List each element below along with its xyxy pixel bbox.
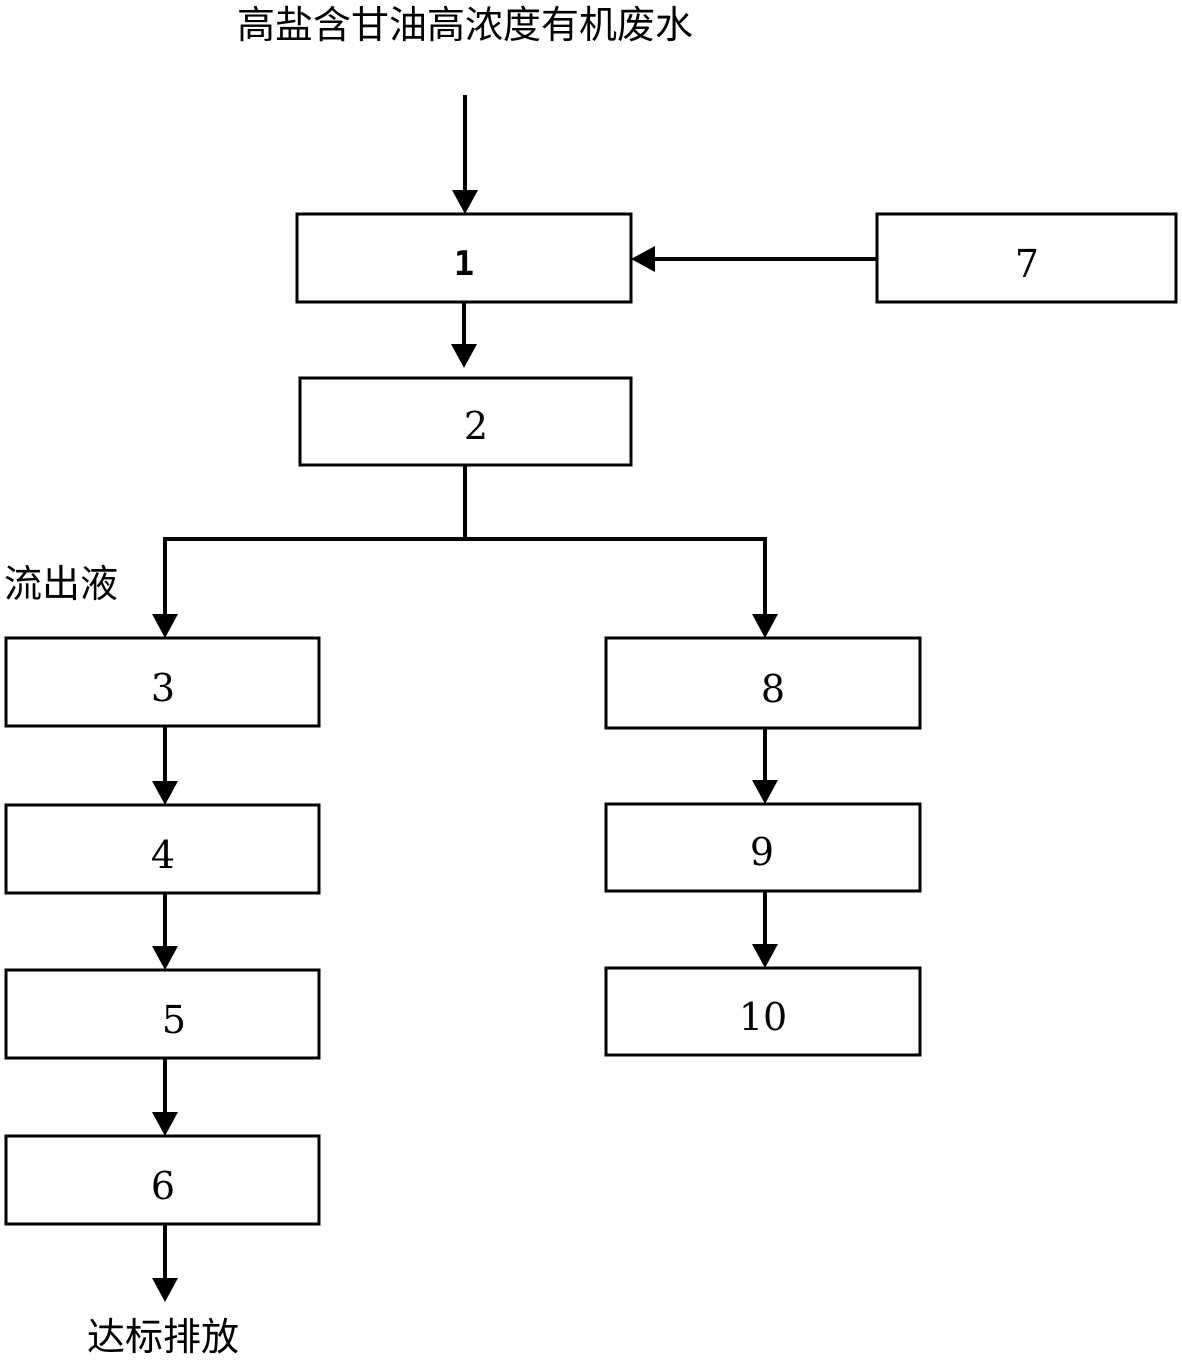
node-6-label: 6 — [151, 1164, 175, 1208]
arrowhead-1-to-2 — [451, 344, 477, 368]
input-title: 高盐含甘油高浓度有机废水 — [237, 3, 693, 47]
node-10: 10 — [604, 966, 922, 1057]
node-3-box — [4, 636, 321, 728]
arrowhead-6-to-output — [152, 1278, 178, 1302]
arrowhead-split-to-8 — [752, 614, 778, 638]
node-7: 7 — [875, 212, 1178, 304]
arrowhead-7-to-1 — [631, 246, 655, 272]
node-1: 1 — [295, 212, 633, 304]
node-2-label: 2 — [464, 404, 488, 448]
node-7-label: 7 — [1015, 242, 1039, 286]
arrowhead-8-to-9 — [752, 780, 778, 804]
node-1-box — [295, 212, 633, 304]
node-5-label: 5 — [162, 998, 186, 1042]
node-1-label: 1 — [454, 244, 474, 284]
node-4-label: 4 — [151, 833, 175, 877]
node-9: 9 — [604, 802, 922, 893]
arrowhead-split-to-3 — [152, 614, 178, 638]
node-3-label: 3 — [151, 666, 175, 710]
output-label: 达标排放 — [87, 1315, 239, 1359]
node-2: 2 — [298, 376, 633, 467]
node-5: 5 — [4, 968, 321, 1060]
arrowhead-4-to-5 — [152, 946, 178, 970]
node-6-box — [4, 1134, 321, 1226]
branch-label: 流出液 — [4, 562, 118, 606]
arrowhead-3-to-4 — [152, 781, 178, 805]
arrowhead-9-to-10 — [752, 944, 778, 968]
arrowhead-5-to-6 — [152, 1112, 178, 1136]
node-8: 8 — [604, 636, 922, 730]
node-8-label: 8 — [761, 667, 785, 711]
node-4: 4 — [4, 803, 321, 895]
node-9-label: 9 — [750, 830, 774, 874]
node-4-box — [4, 803, 321, 895]
node-8-box — [604, 636, 922, 730]
node-2-box — [298, 376, 633, 467]
node-7-box — [875, 212, 1178, 304]
arrowhead-title-to-1 — [452, 190, 478, 214]
node-10-label: 10 — [739, 995, 787, 1039]
node-3: 3 — [4, 636, 321, 728]
node-6: 6 — [4, 1134, 321, 1226]
node-10-box — [604, 966, 922, 1057]
node-5-box — [4, 968, 321, 1060]
edges — [152, 95, 877, 1302]
node-9-box — [604, 802, 922, 893]
